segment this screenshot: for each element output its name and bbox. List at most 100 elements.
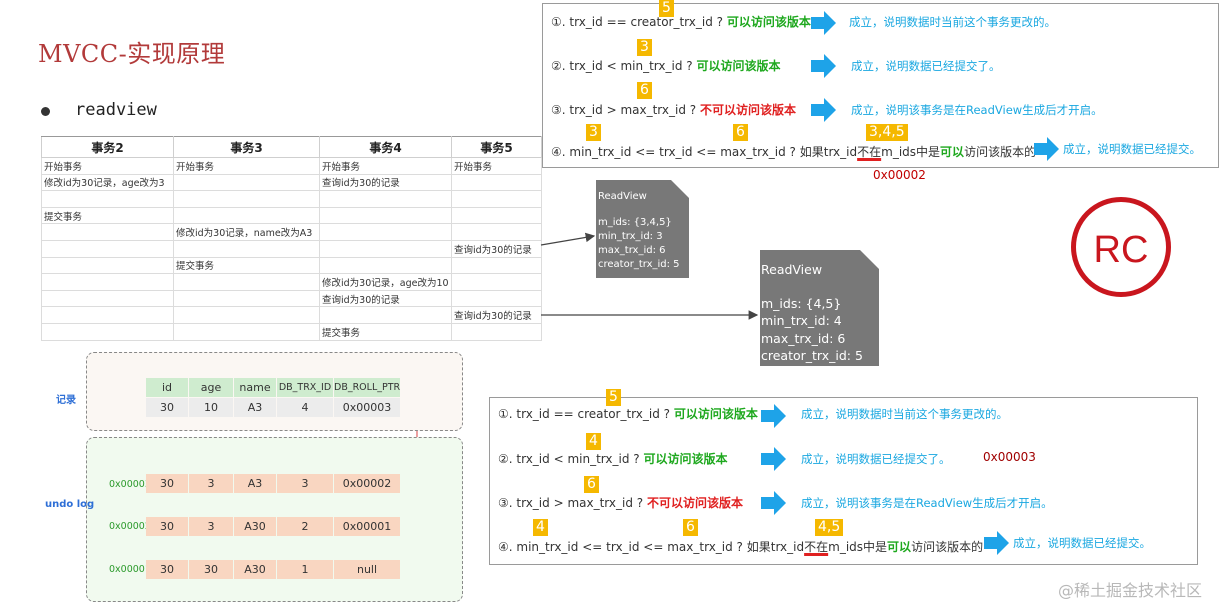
right-arrow-icon (1034, 137, 1059, 161)
readview-creator: creator_trx_id: 5 (598, 259, 680, 270)
undo-cell: 2 (277, 517, 333, 536)
undo-cell: 0x00001 (334, 517, 400, 536)
readview-min: min_trx_id: 3 (598, 231, 663, 242)
readview-title: ReadView (598, 191, 647, 202)
undo-cell: 0x00002 (334, 474, 400, 493)
record-value-cell: 10 (189, 398, 233, 417)
readview-card-1 (596, 180, 689, 278)
result-1: 成立，说明数据时当前这个事务更改的。 (801, 407, 1008, 421)
condition-text: ①. trx_id == creator_trx_id ? (551, 15, 724, 29)
condition-2: ②. trx_id < min_trx_id ? 可以访问该版本 (551, 57, 780, 74)
tag: 4 (533, 519, 548, 536)
tag: 4,5 (815, 519, 844, 536)
record-value-cell: 30 (146, 398, 188, 417)
record-value-cell: 0x00003 (334, 398, 400, 417)
tag: 3,4,5 (866, 124, 908, 141)
condition-text: ②. trx_id < min_trx_id ? (498, 452, 640, 466)
condition-text: ④. min_trx_id <= trx_id <= max_trx_id ? … (498, 540, 805, 554)
note: 0x00003 (983, 450, 1036, 464)
table-row: 查询id为30的记录 (41, 289, 542, 308)
table-header-cell: 事务4 (319, 136, 452, 158)
condition-2: ②. trx_id < min_trx_id ? 可以访问该版本 (498, 450, 727, 467)
undo-cell: 3 (189, 474, 233, 493)
page-title: MVCC-实现原理 (38, 40, 226, 68)
condition-not-in: 不在 (857, 145, 882, 159)
record-label: 记录 (56, 395, 76, 406)
record-header-cell: DB_ROLL_PTR (334, 378, 400, 397)
undo-address: 0x00002 (109, 521, 151, 532)
record-header-cell: name (234, 378, 276, 397)
result-2: 成立，说明数据已经提交了。 (801, 452, 951, 466)
rc-badge (1071, 197, 1171, 297)
record-header-cell: id (146, 378, 188, 397)
tag: 6 (733, 124, 748, 141)
undo-address: 0x00001 (109, 564, 151, 575)
tag: 6 (637, 82, 652, 99)
table-row: 查询id为30的记录 (41, 306, 542, 324)
result-3: 成立，说明该事务是在ReadView生成后才开启。 (851, 103, 1103, 117)
condition-3: ③. trx_id > max_trx_id ? 不可以访问该版本 (551, 101, 796, 118)
tag: 3 (637, 39, 652, 56)
undo-cell: A30 (234, 517, 276, 536)
readview-card-2 (760, 250, 879, 366)
bullet-label: readview (75, 100, 157, 120)
condition-text: 访问该版本的 (911, 540, 984, 554)
readview-creator: creator_trx_id: 5 (761, 348, 863, 363)
watermark: @稀土掘金技术社区 (1058, 581, 1203, 600)
table-row: 查询id为30的记录 (41, 239, 542, 258)
readview-2-text: ReadView m_ids: {4,5} min_trx_id: 4 max_… (761, 261, 863, 365)
condition-text: ③. trx_id > max_trx_id ? (551, 103, 697, 117)
rc-label: RC (1093, 229, 1149, 271)
right-arrow-icon (811, 11, 836, 35)
record-value-cell: 4 (277, 398, 333, 417)
condition-ok: 可以访问该版本 (696, 59, 781, 73)
right-arrow-icon (761, 404, 786, 428)
condition-ok: 可以 (940, 145, 965, 159)
undo-cell: 30 (189, 560, 233, 579)
readview-1-text: ReadView m_ids: {3,4,5} min_trx_id: 3 ma… (598, 190, 680, 272)
tag: 6 (683, 519, 698, 536)
undo-cell: 30 (146, 474, 188, 493)
condition-3: ③. trx_id > max_trx_id ? 不可以访问该版本 (498, 494, 743, 511)
condition-ok: 可以 (887, 540, 912, 554)
result-2: 成立，说明数据已经提交了。 (851, 59, 1001, 73)
result-4: 成立，说明数据已经提交。 (1063, 142, 1201, 156)
undo-address: 0x00003 (109, 479, 151, 490)
table-cell (451, 322, 542, 341)
condition-ok: 可以访问该版本 (643, 452, 728, 466)
readview-m-ids: m_ids: {3,4,5} (598, 217, 672, 228)
tag: 5 (659, 0, 674, 17)
bullet-dot (41, 107, 50, 116)
condition-4: ④. min_trx_id <= trx_id <= max_trx_id ? … (551, 143, 1036, 160)
readview-title: ReadView (761, 262, 823, 277)
table-row: 提交事务 (41, 256, 542, 275)
condition-ok: 可以访问该版本 (673, 407, 758, 421)
condition-text: ④. min_trx_id <= trx_id <= max_trx_id ? … (551, 145, 858, 159)
condition-1: ①. trx_id == creator_trx_id ? 可以访问该版本 (551, 13, 811, 30)
undo-cell: 30 (146, 517, 188, 536)
table-row: 提交事务 (41, 322, 542, 341)
tag: 5 (606, 389, 621, 406)
right-arrow-icon (811, 98, 836, 122)
tag: 6 (584, 476, 599, 493)
undo-cell: 3 (277, 474, 333, 493)
arrow-to-readview1 (540, 232, 596, 246)
condition-ok: 可以访问该版本 (726, 15, 811, 29)
table-row: 提交事务 (41, 206, 542, 225)
condition-not-in: 不在 (804, 540, 829, 554)
undo-cell: 30 (146, 560, 188, 579)
readview-m-ids: m_ids: {4,5} (761, 295, 842, 311)
condition-4: ④. min_trx_id <= trx_id <= max_trx_id ? … (498, 538, 983, 555)
record-header-cell: age (189, 378, 233, 397)
condition-text: ③. trx_id > max_trx_id ? (498, 496, 644, 510)
readview-max: max_trx_id: 6 (761, 330, 846, 346)
undo-cell: null (334, 560, 400, 579)
condition-no: 不可以访问该版本 (699, 103, 796, 117)
table-header-cell: 事务5 (451, 136, 542, 158)
undo-cell: A30 (234, 560, 276, 579)
undo-cell: A3 (234, 474, 276, 493)
right-arrow-icon (761, 491, 786, 515)
tag: 3 (586, 124, 601, 141)
right-arrow-icon (761, 447, 786, 471)
right-arrow-icon (811, 54, 836, 78)
